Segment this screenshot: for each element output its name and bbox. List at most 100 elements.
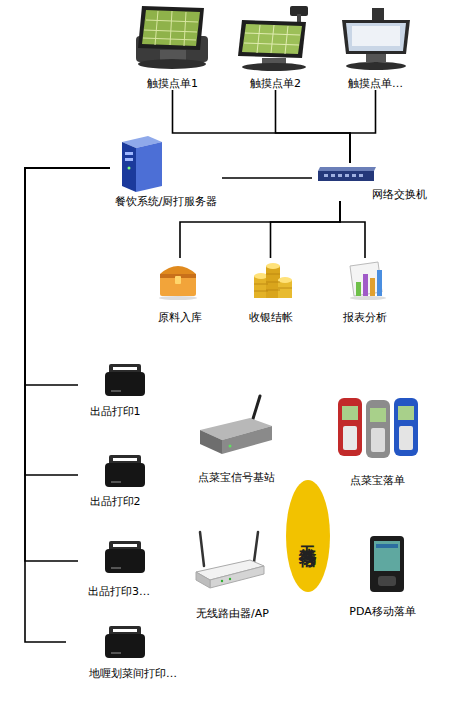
- node-label: 地喱划菜间打印…: [66, 667, 200, 680]
- mobile-phone-icon: [399, 426, 413, 450]
- node-label: 触摸点单2: [228, 77, 323, 90]
- pda-device-icon: [378, 576, 396, 586]
- mobile-phone-icon: [371, 428, 385, 452]
- network-wire: [276, 90, 351, 163]
- server-tower-icon: [128, 167, 131, 170]
- module-node: 收银结帐: [233, 258, 308, 324]
- touch-terminal-icon: [238, 6, 308, 71]
- base-station-icon: [252, 396, 260, 422]
- touch-terminal-icon: [136, 6, 208, 69]
- coin-stack-icon: [278, 277, 292, 283]
- printer-icon: [113, 367, 137, 370]
- wireless-router-icon: [221, 580, 223, 582]
- touch-terminal-icon: [342, 8, 410, 70]
- server-tower-icon: [122, 142, 136, 192]
- node-label: 餐饮系统/厨打服务器: [110, 195, 222, 208]
- node-label: 无线路由器/AP: [180, 607, 285, 620]
- mobile-phone-icon: [343, 426, 357, 450]
- module-node: 报表分析: [325, 258, 405, 324]
- network-wire: [271, 201, 341, 258]
- coin-stack-icon: [266, 263, 280, 269]
- node-label: 收银结帐: [233, 311, 308, 324]
- server-node: 餐饮系统/厨打服务器: [110, 133, 222, 208]
- mobile-phone-icon: [366, 400, 390, 458]
- touch-terminal-icon: [142, 10, 200, 46]
- printer-icon: [111, 390, 121, 392]
- pda-node: PDA移动落单: [335, 532, 430, 618]
- server-tower-icon: [125, 158, 133, 161]
- network-switch-icon: [318, 167, 376, 171]
- coin-stack-icon: [254, 273, 268, 279]
- touch-terminal-icon: [366, 54, 386, 62]
- ellipse-outline: [286, 480, 330, 592]
- pda-device-icon: [370, 536, 404, 592]
- pda-device-icon: [374, 541, 400, 571]
- base-station-icon: [200, 396, 272, 454]
- node-label: 出品打印1: [78, 405, 152, 418]
- server-tower-icon: [122, 136, 162, 192]
- mobile-phone-icon: [394, 398, 418, 456]
- node-label: 网络交换机: [312, 188, 427, 201]
- network-wire: [25, 168, 110, 385]
- pda-device-icon: [370, 536, 404, 592]
- node-label: 报表分析: [325, 311, 405, 324]
- node-label: 触摸点单1: [125, 77, 220, 90]
- report-chart-icon: [356, 282, 361, 296]
- node-label: 点菜宝信号基站: [180, 471, 292, 484]
- printer-icon: [105, 626, 145, 658]
- report-chart-icon: [363, 274, 368, 296]
- touch-terminal-icon: [160, 50, 186, 60]
- printer-icon: [111, 481, 121, 483]
- report-chart-icon: [377, 270, 382, 296]
- network-wire: [25, 168, 110, 475]
- report-chart-icon: [370, 278, 375, 296]
- mobile-phone-icon: [370, 408, 386, 422]
- storage-chest-icon: [159, 266, 197, 300]
- touch-terminal-icon: [342, 20, 410, 54]
- node-label: 出品打印2: [78, 495, 152, 508]
- mobile-phone-icon: [394, 398, 418, 456]
- mobile-phone-icon: [398, 406, 414, 420]
- storage-chest-icon: [160, 266, 196, 274]
- module-node: 原料入库: [140, 258, 220, 324]
- mobile-phone-icon: [338, 398, 362, 456]
- printer-icon: [105, 455, 145, 487]
- printer-icon: [105, 364, 145, 396]
- mobile-phone-icon: [366, 400, 390, 458]
- server-tower-icon: [125, 152, 133, 155]
- base-station-icon: [229, 445, 232, 448]
- printer-icon: [113, 458, 137, 461]
- touch-terminal: 触摸点单1: [125, 2, 220, 90]
- printer-icon: [105, 541, 145, 573]
- touch-terminal-icon: [138, 59, 206, 69]
- router-node: 无线路由器/AP: [180, 528, 285, 620]
- storage-chest-icon: [159, 296, 197, 300]
- touch-terminal-icon: [242, 24, 302, 54]
- wireless-router-icon: [210, 566, 264, 588]
- touch-terminal: 触摸点单…: [328, 2, 423, 90]
- printer-node: 出品打印3…: [78, 538, 160, 598]
- wireless-router-icon: [254, 532, 258, 562]
- network-wire: [340, 201, 365, 258]
- handset-node: 点菜宝落单: [330, 395, 425, 487]
- network-wire: [180, 201, 340, 258]
- touch-terminal-icon: [138, 6, 204, 50]
- coin-stack-icon: [254, 276, 268, 298]
- network-wire: [173, 90, 351, 163]
- touch-terminal-icon: [372, 8, 384, 20]
- wireless-router-icon: [196, 532, 264, 588]
- coin-stack-icon: [254, 263, 292, 298]
- node-label: 点菜宝落单: [330, 474, 425, 487]
- network-wire: [350, 90, 376, 163]
- touch-terminal-icon: [352, 26, 400, 46]
- touch-terminal-icon: [346, 62, 406, 70]
- printer-icon: [105, 549, 145, 573]
- report-chart-icon: [350, 262, 386, 300]
- node-label: 触摸点单…: [328, 77, 423, 90]
- node-label: 无线信号: [286, 480, 330, 592]
- printer-icon: [105, 463, 145, 487]
- wireless-router-icon: [229, 578, 231, 580]
